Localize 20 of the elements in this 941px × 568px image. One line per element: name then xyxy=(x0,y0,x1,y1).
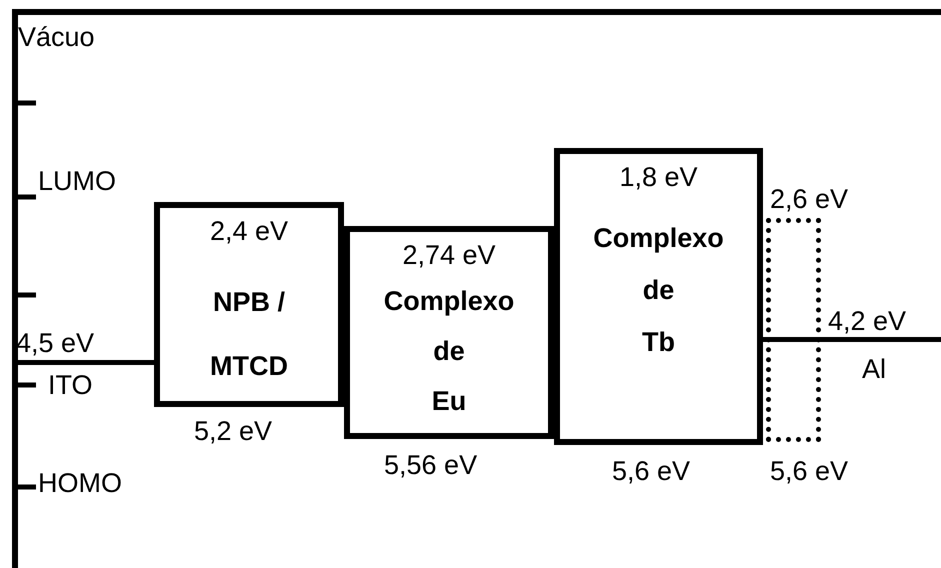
energy-value: 1,8 eV xyxy=(618,164,699,191)
electrode-label: ITO xyxy=(48,372,93,399)
energy-level-box xyxy=(154,202,344,407)
layer-name: NPB / MTCD xyxy=(209,286,289,383)
energy-value: 4,2 eV xyxy=(828,308,906,335)
axis-label: HOMO xyxy=(38,470,122,497)
energy-level-box xyxy=(554,148,763,445)
axis-label: Vácuo xyxy=(18,24,95,51)
energy-value: 5,6 eV xyxy=(770,458,848,485)
layer-name: Complexo de Eu xyxy=(382,285,516,418)
energy-value: 2,6 eV xyxy=(770,186,848,213)
axis-label: LUMO xyxy=(38,168,116,195)
layer-name: Complexo de Tb xyxy=(592,222,725,359)
energy-value: 5,56 eV xyxy=(384,452,478,479)
energy-value: 5,6 eV xyxy=(612,458,690,485)
energy-value: 2,4 eV xyxy=(208,218,290,245)
electrode-label: Al xyxy=(862,356,886,383)
energy-value: 2,74 eV xyxy=(401,242,497,269)
energy-value: 4,5 eV xyxy=(16,330,94,357)
energy-value: 5,2 eV xyxy=(194,418,272,445)
